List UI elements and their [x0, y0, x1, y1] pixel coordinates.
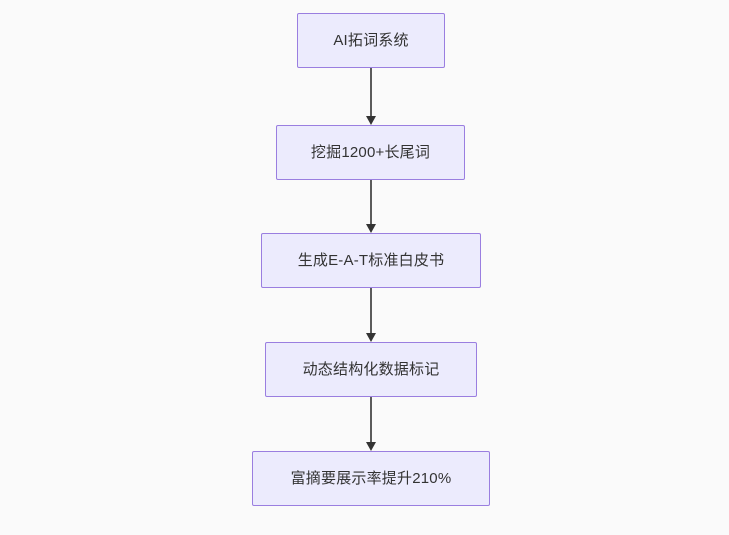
edge-line: [370, 68, 372, 117]
flowchart-node-5[interactable]: 富摘要展示率提升210%: [252, 451, 490, 506]
flowchart-edge-2-to-3: [348, 180, 394, 233]
edge-line: [370, 397, 372, 443]
flowchart-edge-1-to-2: [348, 68, 394, 125]
edge-line: [370, 288, 372, 334]
flowchart-node-1-label: AI拓词系统: [333, 32, 409, 49]
arrowhead-icon: [366, 116, 376, 125]
flowchart-node-2-label: 挖掘1200+长尾词: [310, 144, 431, 161]
flowchart-node-3-label: 生成E-A-T标准白皮书: [297, 252, 445, 269]
arrowhead-icon: [366, 333, 376, 342]
flowchart-node-5-label: 富摘要展示率提升210%: [290, 470, 452, 487]
arrowhead-icon: [366, 224, 376, 233]
flowchart-node-4[interactable]: 动态结构化数据标记: [265, 342, 477, 397]
flowchart-node-2[interactable]: 挖掘1200+长尾词: [276, 125, 465, 180]
flowchart-edge-3-to-4: [348, 288, 394, 342]
edge-line: [370, 180, 372, 225]
flowchart-node-4-label: 动态结构化数据标记: [302, 361, 440, 378]
flowchart-node-3[interactable]: 生成E-A-T标准白皮书: [261, 233, 481, 288]
flowchart-edge-4-to-5: [348, 397, 394, 451]
flowchart-node-1[interactable]: AI拓词系统: [297, 13, 445, 68]
arrowhead-icon: [366, 442, 376, 451]
